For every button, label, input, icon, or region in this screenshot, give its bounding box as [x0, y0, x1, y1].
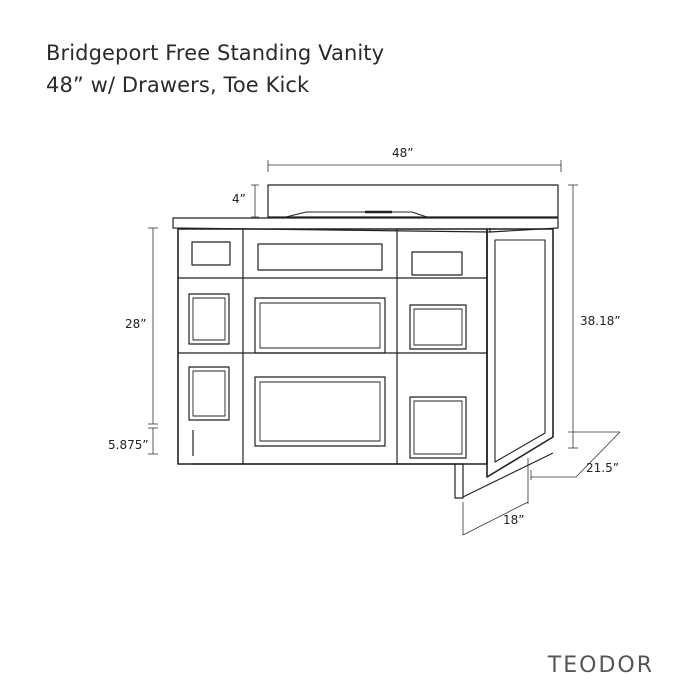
drawer-mid-right — [409, 304, 467, 350]
cabinet-depth-label: 18” — [503, 513, 525, 527]
drawer-top-left — [191, 241, 231, 266]
backsplash-height-label: 4” — [232, 192, 246, 206]
total-height-label: 38.18” — [580, 314, 621, 328]
toe-kick-label: 5.875” — [108, 438, 149, 452]
drawer-bottom-right — [409, 396, 467, 459]
drawer-bottom-left — [188, 366, 230, 421]
width-label: 48” — [392, 146, 414, 160]
front-leg — [454, 463, 464, 499]
drawer-top-center — [257, 243, 383, 271]
product-title: Bridgeport Free Standing Vanity — [46, 41, 385, 65]
drawer-bottom-center — [254, 376, 386, 447]
countertop — [172, 217, 559, 233]
cabinet-height-label: 28” — [125, 317, 147, 331]
top-depth-label: 21.5” — [586, 461, 619, 475]
product-subtitle: 48” w/ Drawers, Toe Kick — [46, 73, 310, 97]
backsplash — [267, 184, 559, 218]
cabinet-side — [486, 228, 554, 478]
cabinet-front — [177, 228, 488, 465]
drawer-mid-left — [188, 293, 230, 345]
sink — [281, 211, 431, 219]
drawer-top-right — [411, 251, 463, 276]
brand-logo: TEODOR — [547, 653, 654, 678]
drawer-mid-center — [254, 297, 386, 354]
side-panel-inset — [494, 239, 546, 463]
